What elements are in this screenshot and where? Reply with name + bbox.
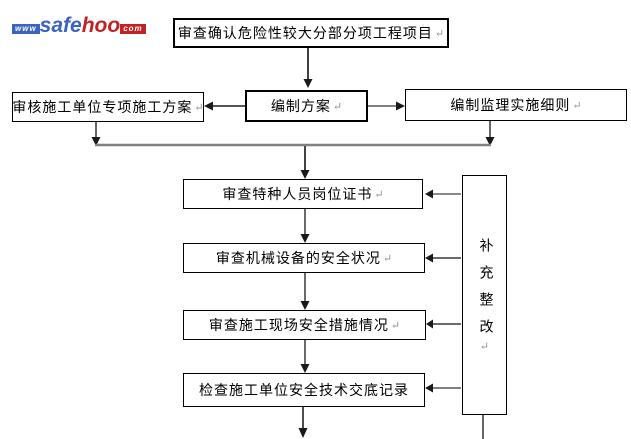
- arrowhead-left-disclosure: [425, 383, 433, 393]
- node-check-site-safety-measures: 审查施工现场安全措施情况↵: [183, 310, 426, 340]
- arrowhead-down-cert: [300, 170, 310, 179]
- paragraph-mark: ↵: [382, 252, 393, 265]
- node-supplement-rectify: 补充整改 ↵: [462, 175, 507, 415]
- arrowhead-left-site: [426, 319, 433, 329]
- node-compile-scheme: 编制方案↵: [245, 90, 368, 122]
- node-label: 编制方案: [270, 100, 331, 115]
- node-confirm-dangerous-subprojects: 审查确认危险性较大分部分项工程项目↵: [173, 18, 449, 48]
- arrowhead-down-merge-left: [91, 137, 101, 146]
- paragraph-mark: ↵: [572, 99, 582, 112]
- paragraph-mark: ↵: [434, 27, 445, 40]
- logo-com-badge: com: [120, 24, 146, 34]
- logo-hoo-text: hoo: [81, 14, 121, 37]
- node-compile-supervision-rules: 编制监理实施细则↵: [405, 89, 627, 121]
- node-label: 补充整改: [477, 237, 493, 346]
- node-label: 审查机械设备的安全状况: [215, 252, 381, 267]
- node-label: 审查施工现场安全措施情况: [208, 319, 389, 334]
- node-label: 审核施工单位专项施工方案: [12, 101, 193, 116]
- node-check-personnel-certificates: 审查特种人员岗位证书↵: [183, 179, 423, 209]
- arrowhead-right-rules: [396, 101, 405, 111]
- node-review-special-scheme: 审核施工单位专项施工方案↵: [12, 92, 204, 122]
- arrowhead-down-site: [300, 301, 310, 310]
- node-label: 编制监理实施细则: [450, 99, 571, 114]
- arrowhead-down-merge-right: [485, 137, 495, 146]
- arrowhead-down-equip: [300, 234, 310, 243]
- node-label: 检查施工单位安全技术交底记录: [199, 384, 409, 399]
- paragraph-mark: ↵: [479, 340, 490, 353]
- node-label: 审查确认危险性较大分部分项工程项目: [177, 27, 433, 42]
- arrowhead-left-cert: [425, 189, 433, 199]
- logo-safe-text: safe: [39, 14, 82, 37]
- paragraph-mark: ↵: [332, 100, 343, 113]
- arrowhead-down-compile: [303, 79, 313, 88]
- paragraph-mark: ↵: [374, 188, 384, 201]
- node-label: 审查特种人员岗位证书: [222, 188, 373, 203]
- arrowhead-left-review: [204, 101, 213, 111]
- paragraph-mark: ↵: [194, 101, 204, 114]
- node-check-safety-disclosure-records: 检查施工单位安全技术交底记录: [183, 373, 425, 407]
- node-check-equipment-safety: 审查机械设备的安全状况↵: [183, 243, 425, 273]
- logo-www-badge: www: [12, 24, 40, 34]
- arrowhead-down-disclosure: [300, 364, 310, 373]
- arrowhead-down-exit: [298, 428, 308, 438]
- arrowhead-left-equip: [425, 253, 433, 263]
- paragraph-mark: ↵: [390, 319, 401, 332]
